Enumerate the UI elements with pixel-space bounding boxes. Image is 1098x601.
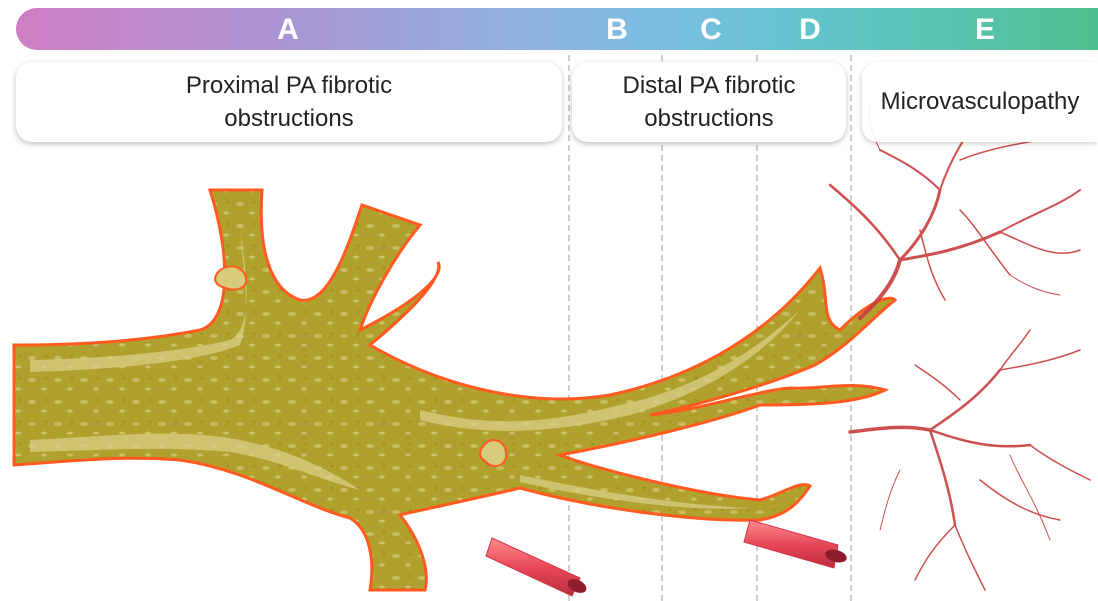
- label-distal-line1: Distal PA fibrotic: [623, 69, 796, 102]
- patent-vessel-left: [486, 538, 589, 596]
- label-proximal-line1: Proximal PA fibrotic: [186, 69, 392, 102]
- label-distal-line2: obstructions: [623, 102, 796, 135]
- label-proximal-line2: obstructions: [186, 102, 392, 135]
- label-proximal: Proximal PA fibrotic obstructions: [16, 62, 562, 142]
- patent-vessel-right: [744, 520, 848, 568]
- label-distal: Distal PA fibrotic obstructions: [572, 62, 846, 142]
- label-microvasculopathy: Microvasculopathy: [862, 62, 1098, 142]
- microvessel-tree-lower: [850, 330, 1090, 590]
- label-micro-text: Microvasculopathy: [881, 88, 1080, 116]
